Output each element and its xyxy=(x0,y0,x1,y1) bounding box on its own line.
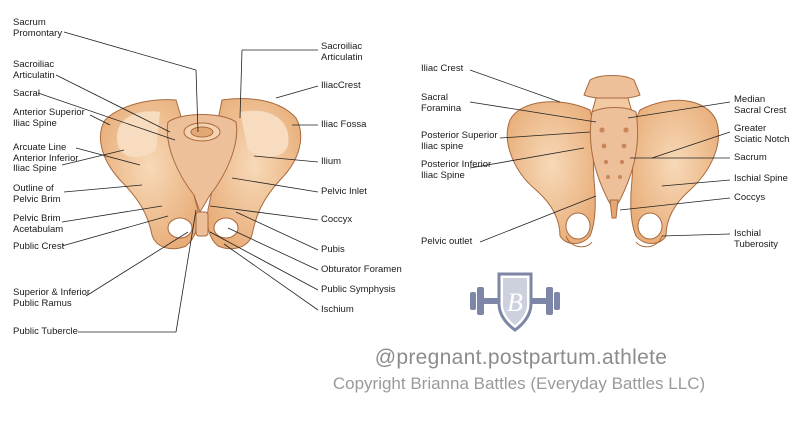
label-sacral: Sacral xyxy=(13,88,40,99)
label-sacroiliac-articulatin-left: Sacroiliac Articulatin xyxy=(13,59,55,81)
label-obturator-foramen: Obturator Foramen xyxy=(321,264,402,275)
label-sacroiliac-articulatin-right: Sacroiliac Articulatin xyxy=(321,41,363,63)
label-iliac-fossa: Iliac Fossa xyxy=(321,119,367,130)
label-sacral-foramina: Sacral Foramina xyxy=(421,92,462,114)
social-handle: @pregnant.postpartum.athlete xyxy=(374,346,668,369)
label-pubis: Pubis xyxy=(321,244,345,255)
label-iliac-crest-back: Iliac Crest xyxy=(421,63,464,74)
label-public-symphysis: Public Symphysis xyxy=(321,284,396,295)
logo-letter: B xyxy=(507,288,523,317)
label-pelvic-inlet: Pelvic Inlet xyxy=(321,186,367,197)
label-greater-sciatic-notch: Greater Sciatic Notch xyxy=(734,123,790,145)
dumbbell-shield-icon: B xyxy=(470,272,560,332)
label-public-tubercle: Public Tubercle xyxy=(13,326,78,337)
label-ischial-spine: Ischial Spine xyxy=(734,173,788,184)
label-ilium: Ilium xyxy=(321,156,342,167)
posterior-pelvis xyxy=(506,75,719,248)
label-posterior-superior-iliac-spine: Posterior Superior Iliac spine xyxy=(421,130,498,152)
label-ischium: Ischium xyxy=(321,304,354,315)
label-posterior-inferior-iliac-spine: Posterior Inferior Iliac Spine xyxy=(421,159,492,181)
label-pelvic-brim-acetabulam: Pelvic Brim Acetabulam xyxy=(13,213,64,235)
label-outline-pelvic-brim: Outline of Pelvic Brim xyxy=(13,183,61,205)
label-arcuate-line: Arcuate Line Anterior Inferior Iliac Spi… xyxy=(13,142,79,174)
label-anterior-superior-iliac-spine: Anterior Superior Iliac Spine xyxy=(13,107,85,129)
label-ischial-tuberosity: Ischial Tuberosity xyxy=(734,228,778,250)
copyright-text: Copyright Brianna Battles (Everyday Batt… xyxy=(332,374,706,393)
label-median-sacral-crest: Median Sacral Crest xyxy=(734,94,787,116)
label-sacrum-promontary: Sacrum Promontary xyxy=(13,17,63,39)
anterior-pelvis xyxy=(99,98,302,250)
label-superior-inferior-public-ramus: Superior & Inferior Public Ramus xyxy=(13,287,91,309)
leader-lines xyxy=(37,31,731,333)
label-iliac-crest-front: IliacCrest xyxy=(321,80,361,91)
label-public-crest: Public Crest xyxy=(13,241,65,252)
label-pelvic-outlet: Pelvic outlet xyxy=(421,236,473,247)
label-sacrum: Sacrum xyxy=(734,152,767,163)
label-coccyx: Coccyx xyxy=(321,214,353,225)
label-coccys: Coccys xyxy=(734,192,766,203)
